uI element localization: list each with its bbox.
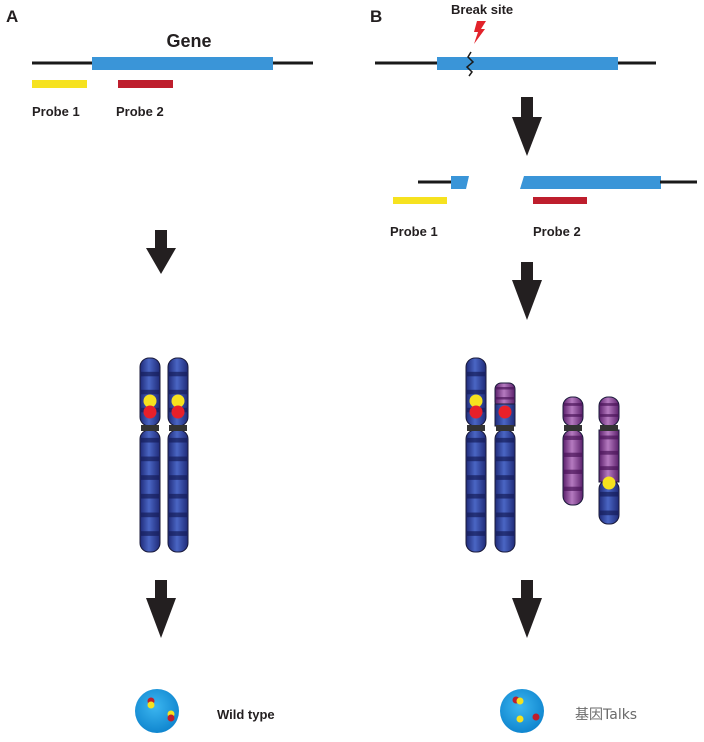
chromosome-band xyxy=(169,456,187,462)
nucleus-break-apart xyxy=(500,689,544,733)
gene-fragment-left xyxy=(451,176,469,189)
chromosome-band xyxy=(564,469,582,474)
chromosome-band xyxy=(141,456,159,462)
chromosome-band xyxy=(141,512,159,518)
chromosome-band xyxy=(496,475,514,480)
chromosome-band xyxy=(141,475,159,480)
arrow-down-icon xyxy=(512,97,542,156)
chromosome-normal xyxy=(465,357,487,553)
chromosome-band xyxy=(564,486,582,491)
probe2-label-b: Probe 2 xyxy=(533,224,581,239)
chromosome-band xyxy=(169,389,187,395)
chromosome-band xyxy=(562,429,584,506)
chromosome-band xyxy=(169,437,187,443)
chromosome-band xyxy=(496,437,514,443)
wild-type-label: Wild type xyxy=(217,707,275,722)
probe1-label-a: Probe 1 xyxy=(32,104,80,119)
chromosome-band xyxy=(600,450,618,455)
centromere xyxy=(564,425,582,431)
gene-bar-a xyxy=(92,57,273,70)
chromosome-derivative-2 xyxy=(598,396,620,525)
chromosome-band xyxy=(169,475,187,480)
chromosome-partner xyxy=(562,396,584,506)
lightning-icon xyxy=(474,21,486,44)
chromosome-band xyxy=(600,403,618,406)
chromosome-band xyxy=(467,437,485,443)
probe2-label-a: Probe 2 xyxy=(116,104,164,119)
gene-bar-b xyxy=(437,57,618,70)
chromosome-band xyxy=(598,396,620,427)
probe2-signal xyxy=(143,405,157,419)
panel-a-letter: A xyxy=(6,7,18,26)
centromere xyxy=(141,425,159,431)
chromosome-band xyxy=(141,389,159,395)
probe1-bar-b xyxy=(393,197,447,204)
probe2-signal xyxy=(171,405,185,419)
chromosome-band xyxy=(169,371,187,377)
chromosome-band xyxy=(564,452,582,457)
chromosome-band xyxy=(600,435,618,440)
chromosome-band xyxy=(141,493,159,499)
chromosome-band xyxy=(467,531,485,536)
chromosome-band xyxy=(496,387,514,390)
probe2-signal xyxy=(469,405,483,419)
probe1-signal xyxy=(469,394,483,408)
arrow-down-icon xyxy=(512,580,542,638)
chromosome-band xyxy=(467,371,485,377)
nucleus-wild-type xyxy=(135,689,179,733)
chromosome-band xyxy=(169,531,187,536)
chromosome-normal xyxy=(167,357,189,553)
arrow-down-icon xyxy=(146,230,176,274)
panel-b-letter: B xyxy=(370,7,382,26)
chromosome-band xyxy=(467,389,485,395)
chromosome-band xyxy=(141,531,159,536)
break-mark-icon xyxy=(465,51,475,77)
centromere xyxy=(169,425,187,431)
chromosome-band xyxy=(496,531,514,536)
chromosome-derivative-1 xyxy=(494,382,516,553)
chromosome-band xyxy=(467,493,485,499)
chromosome-band xyxy=(467,475,485,480)
chromosome-band xyxy=(467,456,485,462)
centromere xyxy=(600,425,618,431)
probe1-signal xyxy=(143,394,157,408)
chromosome-normal xyxy=(139,357,161,553)
probe1-signal xyxy=(171,394,185,408)
probe2-bar-a xyxy=(118,80,173,88)
chromosome-band xyxy=(564,403,582,406)
chromosome-band xyxy=(600,491,618,497)
centromere xyxy=(467,425,485,431)
chromosome-band xyxy=(169,512,187,518)
centromere xyxy=(496,425,514,431)
probe1-bar-a xyxy=(32,80,87,88)
chromosome-band xyxy=(496,397,514,400)
chromosome-band xyxy=(496,456,514,462)
chromosome-band xyxy=(564,414,582,417)
probe2-bar-b xyxy=(533,197,587,204)
gene-label: Gene xyxy=(166,31,211,51)
arrow-down-icon xyxy=(146,580,176,638)
chromosome-band xyxy=(600,466,618,471)
probe2-signal xyxy=(498,405,512,419)
chromosome-band xyxy=(141,371,159,377)
chromosome-band xyxy=(496,512,514,518)
chromosome-band xyxy=(562,396,584,427)
chromosome-band xyxy=(141,437,159,443)
chromosome-band xyxy=(467,512,485,518)
watermark-text: 基因Talks xyxy=(575,706,637,723)
chromosome-band xyxy=(564,435,582,440)
chromosome-band xyxy=(600,510,618,516)
chromosome-band xyxy=(600,414,618,417)
probe1-signal xyxy=(602,476,616,490)
chromosome-band xyxy=(496,493,514,499)
chromosome-band xyxy=(169,493,187,499)
arrow-down-icon xyxy=(512,262,542,320)
break-site-label: Break site xyxy=(451,2,513,17)
probe1-label-b: Probe 1 xyxy=(390,224,438,239)
gene-fragment-right xyxy=(520,176,661,189)
